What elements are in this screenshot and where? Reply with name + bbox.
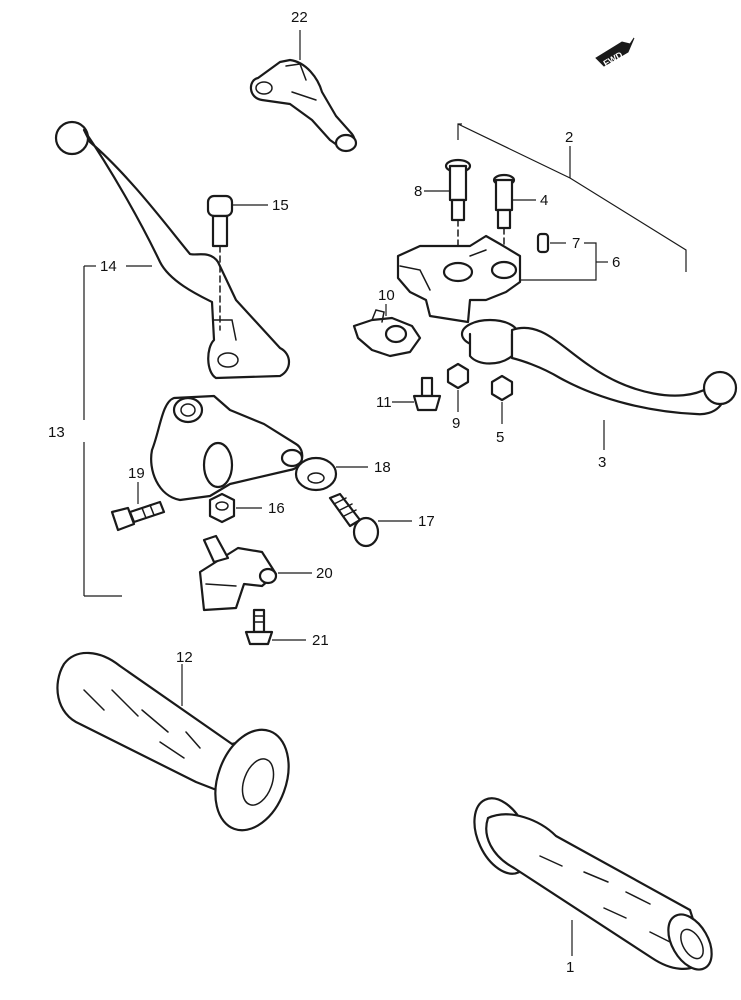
- callout-14: 14: [100, 258, 117, 275]
- part-10-brake-switch: [352, 309, 422, 358]
- callout-5: 5: [496, 429, 504, 446]
- callout-2: 2: [565, 129, 573, 146]
- callout-4: 4: [540, 192, 548, 209]
- callout-21: 21: [312, 632, 329, 649]
- part-1-right-grip: [473, 797, 713, 971]
- part-9-nut: [446, 362, 470, 390]
- callout-19: 19: [128, 465, 145, 482]
- callout-1: 1: [566, 959, 574, 976]
- callout-16: 16: [268, 500, 285, 517]
- callout-11: 11: [376, 394, 392, 411]
- part-7-pin: [536, 232, 550, 254]
- part-17-screw: [328, 492, 380, 548]
- callout-15: 15: [272, 197, 289, 214]
- callout-13-bracket: [83, 265, 152, 597]
- callout-10: 10: [378, 287, 395, 304]
- callout-8: 8: [414, 183, 422, 200]
- callout-9: 9: [452, 415, 460, 432]
- part-20-clutch-switch: [198, 534, 278, 612]
- part-18-washer: [294, 456, 338, 492]
- callout-20: 20: [316, 565, 333, 582]
- callout-13: 13: [48, 424, 65, 441]
- callout-3: 3: [598, 454, 606, 471]
- lever-bracket: [150, 394, 304, 502]
- callout-6: 6: [612, 254, 620, 271]
- part-11-screw: [412, 376, 442, 412]
- callout-18: 18: [374, 459, 391, 476]
- forward-direction-arrow: FWD: [595, 37, 635, 69]
- part-16-nut: [208, 492, 236, 524]
- callout-2-bracket: [457, 123, 687, 272]
- part-21-screw: [244, 608, 274, 646]
- callout-12: 12: [176, 649, 193, 666]
- part-4-bolt: [492, 173, 516, 263]
- callout-17: 17: [418, 513, 435, 530]
- part-5-nut: [490, 374, 514, 402]
- part-14-clutch-lever: [54, 120, 291, 380]
- part-12-left-grip: [56, 651, 290, 832]
- part-19-bolt: [110, 500, 166, 532]
- part-22-switch: [249, 58, 358, 153]
- callout-7: 7: [572, 235, 580, 252]
- master-cylinder-holder: [396, 234, 522, 324]
- part-3-brake-lever: [460, 318, 738, 416]
- part-8-bolt: [444, 158, 472, 257]
- part-15-pivot-bolt: [206, 194, 234, 331]
- callout-6-bracket: [520, 242, 608, 281]
- callout-22: 22: [291, 9, 308, 26]
